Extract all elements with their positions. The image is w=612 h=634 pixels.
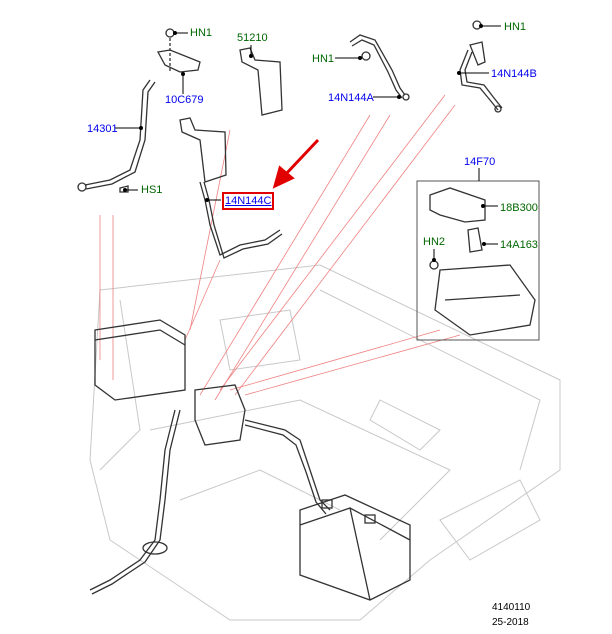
parts-line-art (77, 20, 540, 601)
link-14n144a[interactable]: 14N144A (328, 92, 374, 104)
link-14n144c-highlighted[interactable]: 14N144C (221, 192, 275, 210)
label-hn1-c: HN1 (504, 21, 527, 33)
link-14f70[interactable]: 14F70 (464, 156, 496, 168)
link-10c679[interactable]: 10C679 (165, 94, 204, 106)
label-51210: 51210 (237, 32, 268, 44)
link-14n144b[interactable]: 14N144B (491, 68, 537, 80)
diagram-code: 4140110 (492, 602, 531, 613)
label-hn2: HN2 (423, 236, 446, 248)
leader-lines (115, 24, 501, 262)
label-hn1-a: HN1 (190, 27, 213, 39)
label-hs1: HS1 (141, 184, 163, 196)
diagram-date: 25-2018 (492, 617, 529, 628)
label-18b300: 18B300 (500, 202, 538, 214)
fuse-box-frame (416, 180, 540, 341)
link-14301[interactable]: 14301 (87, 123, 118, 135)
label-hn1-b: HN1 (312, 53, 335, 65)
callout-lines (99, 94, 461, 401)
highlight-arrow (272, 138, 320, 189)
vehicle-floor-outline (89, 264, 561, 621)
label-14a163: 14A163 (500, 239, 538, 251)
